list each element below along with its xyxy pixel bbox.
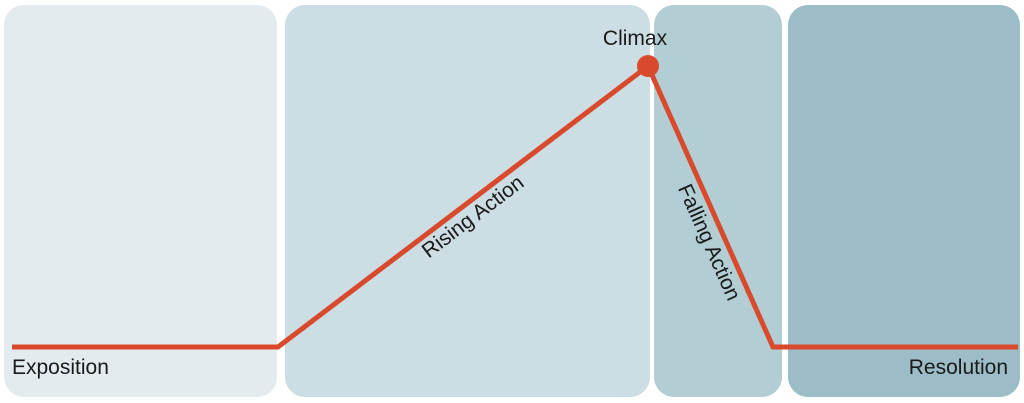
climax-marker-icon	[637, 55, 659, 77]
exposition-panel	[4, 5, 277, 397]
exposition-label: Exposition	[12, 356, 109, 379]
climax-label: Climax	[603, 27, 668, 50]
resolution-label: Resolution	[909, 356, 1008, 379]
falling-action-panel	[654, 5, 782, 397]
resolution-panel	[788, 5, 1020, 397]
